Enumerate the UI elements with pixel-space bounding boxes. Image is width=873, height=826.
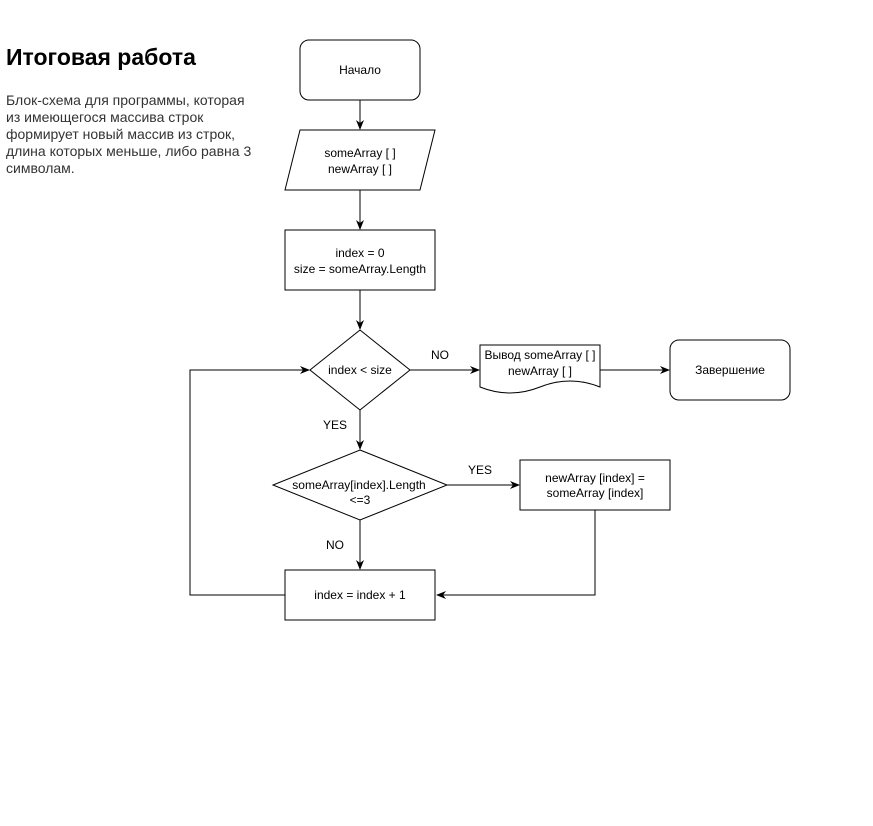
assign-label-line-1: newArray [index] = xyxy=(545,471,645,485)
init-label-line-2: size = someArray.Length xyxy=(294,262,426,276)
length-condition-label-line-1: someArray[index].Length xyxy=(292,478,425,492)
increment-node: index = index + 1 xyxy=(284,569,436,621)
input-label-line-2: newArray [ ] xyxy=(328,162,392,176)
init-label-line-1: index = 0 xyxy=(335,246,384,260)
page-description: Блок-схема для программы, которая из име… xyxy=(6,92,252,176)
loop-condition-node: index < size xyxy=(309,329,411,411)
assign-node: newArray [index] = someArray [index] xyxy=(519,459,671,511)
end-node: Завершение xyxy=(669,339,791,401)
output-label-line-2: newArray [ ] xyxy=(508,364,572,378)
assign-label-line-2: someArray [index] xyxy=(547,486,644,500)
start-label: Начало xyxy=(339,63,381,77)
loop-condition-label: index < size xyxy=(328,363,392,377)
init-node: index = 0 size = someArray.Length xyxy=(284,229,436,291)
output-label-line-1: Вывод someArray [ ] xyxy=(485,348,596,362)
end-label: Завершение xyxy=(695,363,765,377)
input-label-line-1: someArray [ ] xyxy=(324,146,395,160)
length-condition-node: someArray[index].Length <=3 xyxy=(271,449,449,521)
page-title: Итоговая работа xyxy=(6,44,196,70)
output-node: Вывод someArray [ ] newArray [ ] xyxy=(479,344,601,394)
input-node: someArray [ ] newArray [ ] xyxy=(284,129,436,191)
edge-label-loop-no: NO xyxy=(431,348,449,362)
edge-label-loop-yes: YES xyxy=(323,418,347,432)
edge-label-length-yes: YES xyxy=(468,463,492,477)
edge-assign-to-increment xyxy=(436,510,596,599)
edge-increment-back-to-loop xyxy=(189,366,310,596)
length-condition-label-line-2: <=3 xyxy=(350,493,371,507)
start-node: Начало xyxy=(299,39,421,101)
edge-label-length-no: NO xyxy=(326,538,344,552)
increment-label: index = index + 1 xyxy=(314,588,406,602)
